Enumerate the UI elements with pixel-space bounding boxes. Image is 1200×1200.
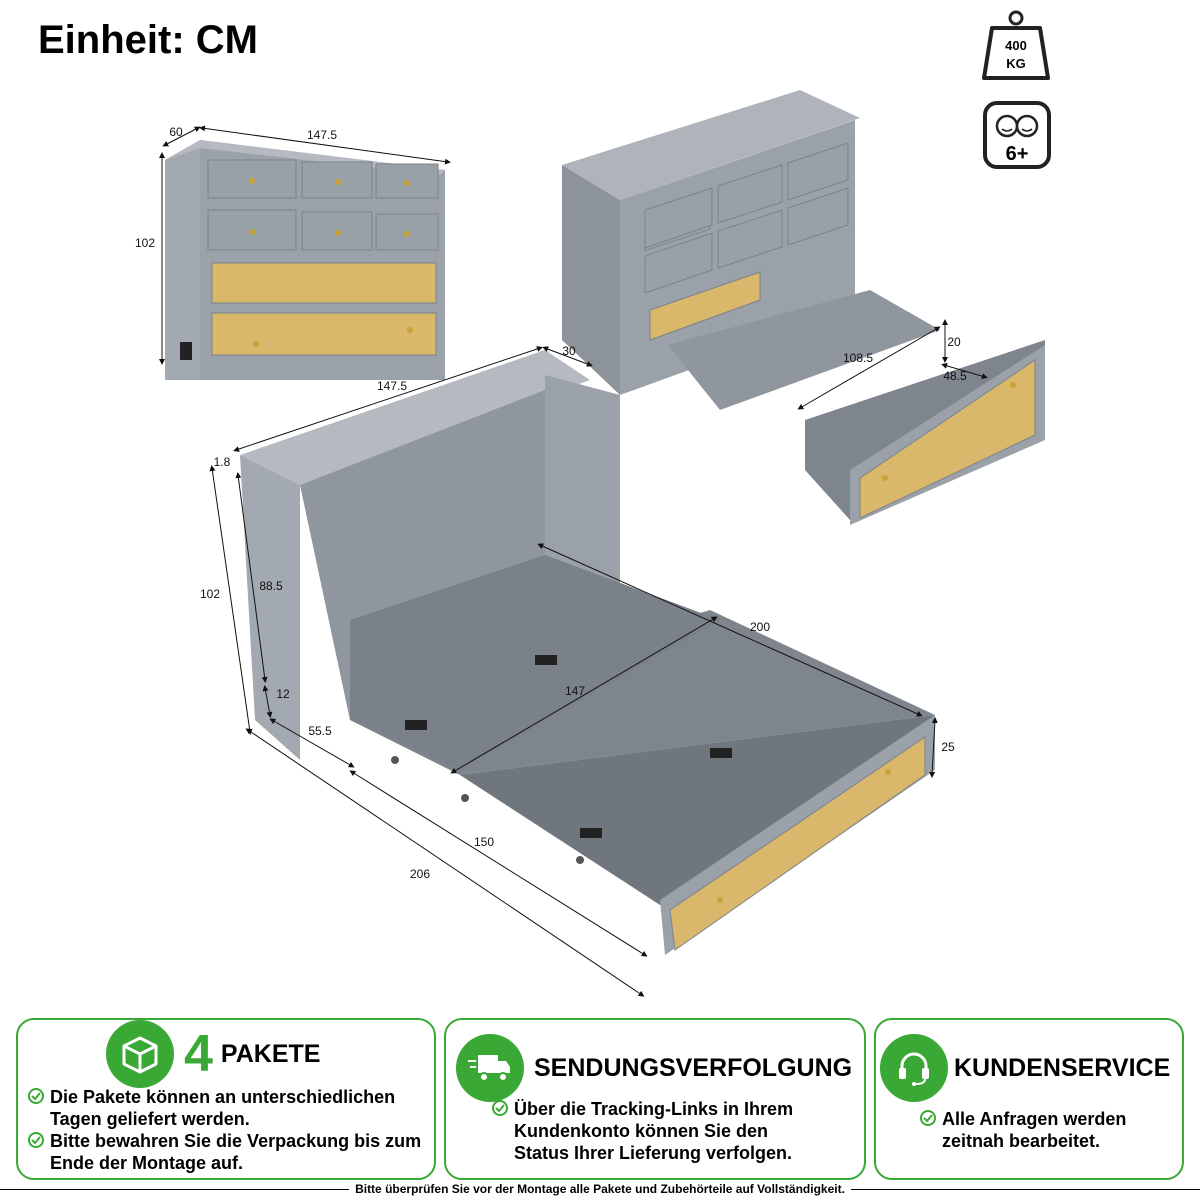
dim-open-top-depth: 30 [562,344,576,358]
bullet-item: Über die Tracking-Links in Ihrem Kundenk… [492,1098,822,1164]
furniture-illustrations: 60 147.5 102 108.5 20 48.5 [135,90,1045,997]
delivery-truck-icon [456,1034,524,1102]
weight-unit: KG [1006,56,1026,71]
info-panel-support: KUNDENSERVICE Alle Anfragen werden zeitn… [874,1018,1184,1180]
dim-open-inner-height: 88.5 [259,579,283,593]
headset-icon [880,1034,948,1102]
weight-icon: 400 KG [980,8,1052,80]
weight-value: 400 [1005,38,1027,53]
panel-title-tracking: SENDUNGSVERFOLGUNG [534,1053,853,1082]
open-bed [209,346,938,997]
drawer-cabinet [562,90,1045,525]
dim-closed-height: 102 [135,236,155,250]
dim-drawer-depth: 48.5 [943,369,967,383]
closed-cabinet [159,125,451,380]
dim-mattress-width: 147 [565,684,585,698]
dim-open-top-width: 147.5 [377,379,407,393]
dim-total-width: 150 [474,835,494,849]
bullet-item: Alle Anfragen werden zeitnah bearbeitet. [920,1108,1160,1152]
dim-total-length: 206 [410,867,430,881]
unit-title: Einheit: CM [38,18,258,62]
dim-open-leg-height: 12 [276,687,290,701]
info-panel-packages: 4 PAKETE Die Pakete können an unterschie… [16,1018,436,1180]
panel-title-support: KUNDENSERVICE [954,1053,1171,1082]
dim-drawer-height: 20 [947,335,961,349]
check-icon [28,1088,44,1104]
panel-title-packages: PAKETE [220,1039,321,1068]
dim-open-height: 102 [200,587,220,601]
info-panel-tracking: SENDUNGSVERFOLGUNG Über die Tracking-Lin… [444,1018,866,1180]
bullet-item: Bitte bewahren Sie die Verpackung bis zu… [28,1130,428,1174]
dim-open-top-thickness: 1.8 [214,455,231,469]
check-icon [28,1132,44,1148]
dim-open-base-depth: 55.5 [308,724,332,738]
bullet-item: Die Pakete können an unterschiedlichen T… [28,1086,428,1130]
dim-mattress-length: 200 [750,620,770,634]
dim-drawer-width: 108.5 [843,351,873,365]
dim-foot-height: 25 [941,740,955,754]
age-label: 6+ [1006,143,1029,165]
package-icon [106,1020,174,1088]
footer-note: Bitte überprüfen Sie vor der Montage all… [0,1182,1200,1196]
package-count: 4 [184,1025,213,1083]
dim-closed-width: 147.5 [307,128,337,142]
check-icon [492,1100,508,1116]
check-icon [920,1110,936,1126]
dim-closed-depth: 60 [169,125,183,139]
children-age-icon: 6+ [982,100,1052,170]
